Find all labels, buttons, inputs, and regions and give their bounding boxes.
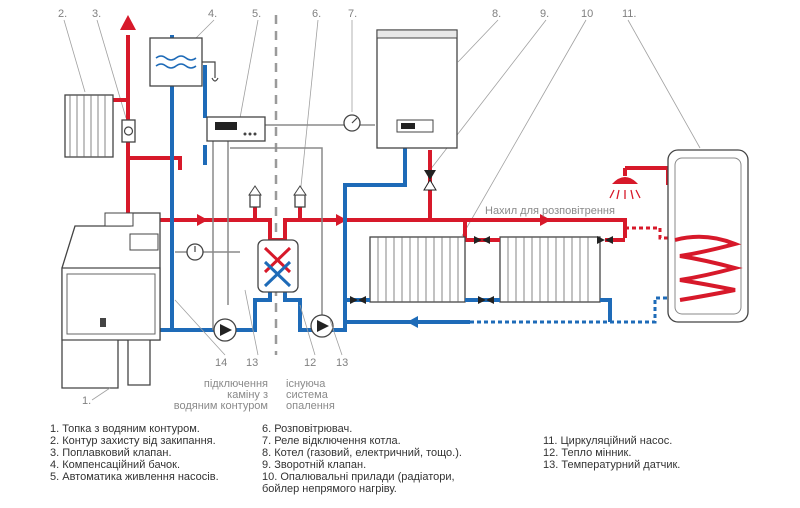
label-13b: 13 — [336, 357, 348, 369]
air-vent-left — [248, 185, 262, 208]
callout-11: 11. — [622, 8, 636, 20]
callout-8: 8. — [492, 8, 501, 20]
control-wires — [175, 124, 375, 330]
shower-head-icon — [609, 168, 641, 200]
radiator-valves — [350, 236, 613, 304]
flow-arrow-2 — [336, 214, 347, 226]
pump-automation-unit — [206, 116, 266, 142]
legend-item: 6. Розповітрювач. — [262, 423, 352, 435]
legend-item: бойлер непрямого нагріву. — [262, 483, 397, 495]
callout-7: 7. — [348, 8, 357, 20]
radiator-2 — [499, 236, 601, 303]
legend-col-1: 1. Топка з водяним контуром. 2. Контур з… — [50, 423, 219, 483]
slope-label: Нахил для розповітрення — [485, 205, 615, 217]
air-vent-right — [293, 185, 307, 208]
legend-item: 2. Контур захисту від закипання. — [50, 435, 216, 447]
svg-text:існуюча: існуюча — [286, 378, 326, 390]
svg-text:каміну з: каміну з — [227, 389, 268, 401]
legend-col-3: 11. Циркуляційний насос. 12. Тепло мінни… — [543, 435, 680, 471]
fireplace-insert — [61, 212, 161, 389]
callout-1: 1. — [82, 395, 91, 407]
circulation-pump-right — [310, 314, 334, 338]
legend-item: 7. Реле відключення котла. — [262, 435, 401, 447]
svg-text:підключення: підключення — [204, 378, 268, 390]
svg-text:опалення: опалення — [286, 400, 335, 412]
callout-6: 6. — [312, 8, 321, 20]
radiator-1 — [369, 236, 466, 303]
label-12: 12 — [304, 357, 316, 369]
legend-item: 4. Компенсаційний бачок. — [50, 459, 180, 471]
legend-item: 3. Поплавковий клапан. — [50, 447, 172, 459]
callout-4: 4. — [208, 8, 217, 20]
legend-item: 9. Зворотній клапан. — [262, 459, 366, 471]
callout-2: 2. — [58, 8, 67, 20]
svg-text:система: система — [286, 389, 329, 401]
anti-boil-radiator — [64, 94, 114, 158]
boiler-supply-dotted — [625, 226, 670, 240]
legend-item: 8. Котел (газовий, електричний, тощо.). — [262, 447, 462, 459]
indirect-boiler — [667, 149, 749, 323]
check-valve-icon — [423, 170, 437, 191]
return-arrow-2 — [407, 316, 418, 328]
caption-left: підключення каміну з водяним контуром — [174, 378, 268, 412]
flow-arrow-3 — [540, 214, 551, 226]
svg-text:водяним контуром: водяним контуром — [174, 400, 268, 412]
legend-item: 13. Температурний датчик. — [543, 459, 680, 471]
heat-exchanger — [257, 239, 299, 293]
legend-item: 10. Опалювальні прилади (радіатори, — [262, 471, 455, 483]
legend-item: 5. Автоматика живлення насосів. — [50, 471, 219, 483]
callout-9: 9. — [540, 8, 549, 20]
gas-boiler — [376, 29, 458, 149]
expansion-tank — [149, 37, 219, 87]
label-14: 14 — [215, 357, 227, 369]
legend-col-2: 6. Розповітрювач. 7. Реле відключення ко… — [262, 423, 462, 495]
label-13a: 13 — [246, 357, 258, 369]
boiler-return-dotted — [470, 296, 675, 324]
flow-arrow-1 — [197, 214, 208, 226]
leader-lines — [63, 19, 701, 237]
legend-item: 12. Тепло мінник. — [543, 447, 631, 459]
circulation-pump-left — [213, 318, 237, 342]
callout-5: 5. — [252, 8, 261, 20]
pump-labels: 14 13 12 13 — [215, 357, 348, 369]
float-valve — [121, 119, 136, 143]
supply-arrow-up — [120, 15, 136, 30]
caption-right: існуюча система опалення — [286, 378, 335, 412]
legend-item: 1. Топка з водяним контуром. — [50, 423, 200, 435]
callout-10: 10 — [581, 8, 593, 20]
callout-numbers: 2. 3. 4. 5. 6. 7. 8. 9. 10 11. — [58, 8, 636, 20]
callout-3: 3. — [92, 8, 101, 20]
legend-item: 11. Циркуляційний насос. — [543, 435, 672, 447]
